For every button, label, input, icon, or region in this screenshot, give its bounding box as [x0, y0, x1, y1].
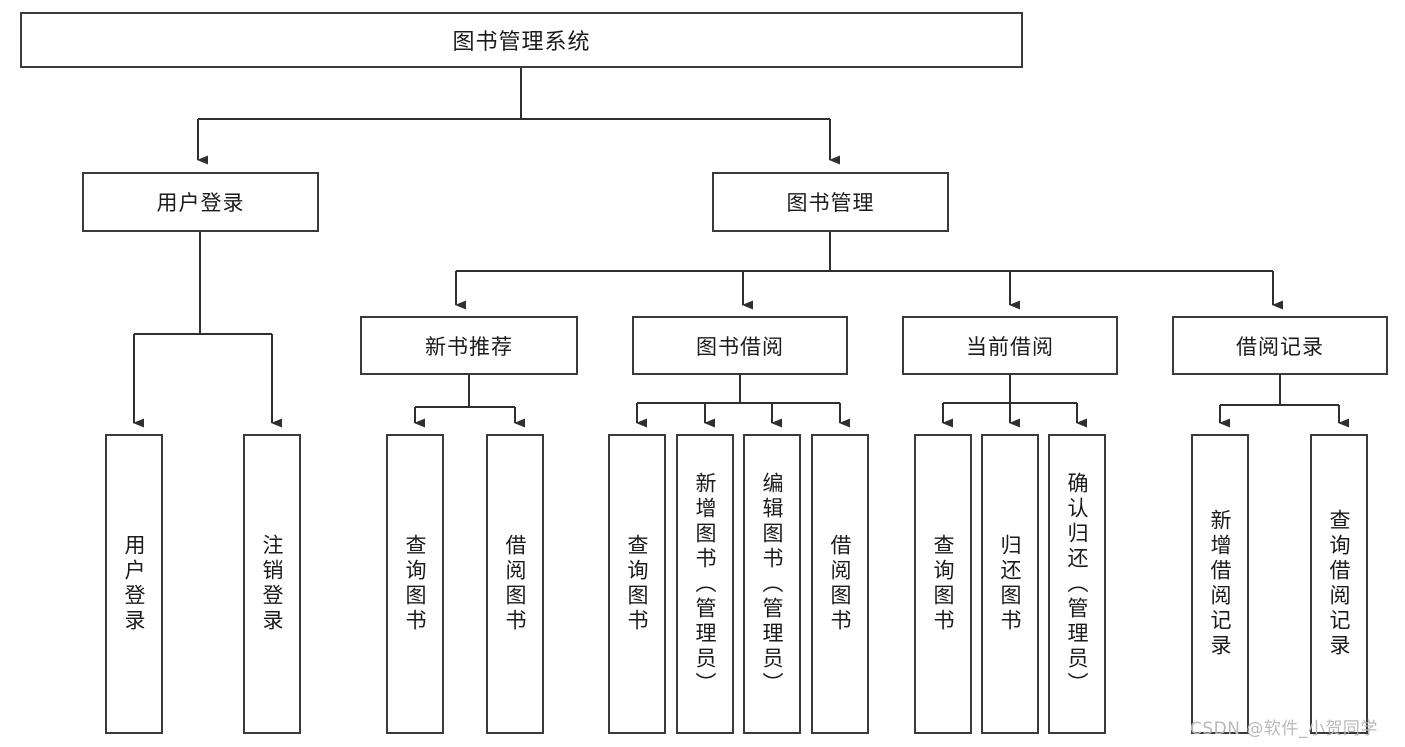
node-label: 归还图书 [998, 534, 1023, 634]
leaf-borrow-book-recommend[interactable]: 借阅图书 [486, 434, 544, 734]
leaf-query-book-recommend[interactable]: 查询图书 [386, 434, 444, 734]
node-label: 新增借阅记录 [1208, 509, 1233, 659]
watermark-credit: CSDN @软件_小贺同学 [1190, 719, 1378, 739]
leaf-user-login[interactable]: 用户登录 [105, 434, 163, 734]
leaf-query-book-borrow[interactable]: 查询图书 [608, 434, 666, 734]
node-label: 借阅图书 [828, 534, 853, 634]
leaf-add-borrow-record[interactable]: 新增借阅记录 [1191, 434, 1249, 734]
node-label: 编辑图书（管理员） [760, 471, 785, 697]
node-label: 用户登录 [122, 534, 147, 634]
node-label: 查询图书 [403, 534, 428, 634]
node-book-borrow[interactable]: 图书借阅 [632, 316, 848, 375]
node-label: 新增图书（管理员） [693, 471, 718, 697]
node-label: 确认归还（管理员） [1065, 471, 1090, 697]
node-label: 用户登录 [156, 191, 245, 215]
node-label: 借阅图书 [503, 534, 528, 634]
leaf-confirm-return-admin[interactable]: 确认归还（管理员） [1048, 434, 1106, 734]
node-borrow-records[interactable]: 借阅记录 [1172, 316, 1388, 375]
leaf-query-book-current[interactable]: 查询图书 [914, 434, 972, 734]
leaf-add-book-admin[interactable]: 新增图书（管理员） [676, 434, 734, 734]
node-label: 查询图书 [625, 534, 650, 634]
node-label: 查询图书 [931, 534, 956, 634]
leaf-logout[interactable]: 注销登录 [243, 434, 301, 734]
node-label: 图书借阅 [696, 334, 784, 359]
node-new-book-recommend[interactable]: 新书推荐 [360, 316, 578, 375]
node-root-system[interactable]: 图书管理系统 [20, 12, 1023, 68]
leaf-edit-book-admin[interactable]: 编辑图书（管理员） [743, 434, 801, 734]
leaf-borrow-book[interactable]: 借阅图书 [811, 434, 869, 734]
node-current-borrow[interactable]: 当前借阅 [902, 316, 1118, 375]
leaf-return-book[interactable]: 归还图书 [981, 434, 1039, 734]
node-label: 当前借阅 [966, 334, 1054, 359]
node-label: 新书推荐 [425, 334, 513, 359]
node-label: 注销登录 [260, 534, 285, 634]
node-label: 借阅记录 [1236, 334, 1324, 359]
node-book-management[interactable]: 图书管理 [712, 172, 949, 232]
node-label: 图书管理 [786, 191, 875, 215]
node-user-login[interactable]: 用户登录 [82, 172, 319, 232]
node-label: 查询借阅记录 [1327, 509, 1352, 659]
leaf-query-borrow-record[interactable]: 查询借阅记录 [1310, 434, 1368, 734]
node-label: 图书管理系统 [452, 30, 591, 55]
